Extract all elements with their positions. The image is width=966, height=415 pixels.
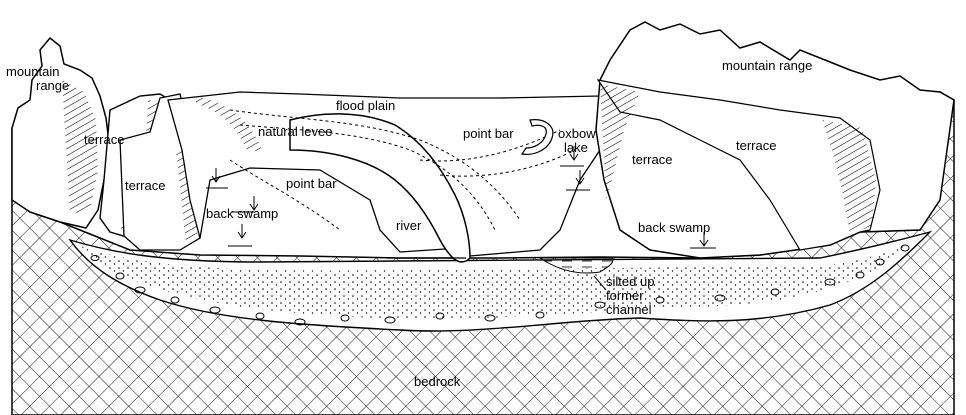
label-mountain-range-right: mountain range	[722, 58, 812, 73]
label-terrace-right-outer: terrace	[736, 138, 776, 153]
label-terrace-left-outer: terrace	[84, 132, 124, 147]
label-terrace-right-inner: terrace	[632, 152, 672, 167]
label-point-bar-left: point bar	[286, 176, 337, 191]
label-river: river	[396, 218, 422, 233]
label-flood-plain: flood plain	[336, 98, 395, 113]
label-mountain-range-left-1: mountain	[6, 64, 59, 79]
label-point-bar-right: point bar	[463, 126, 514, 141]
label-back-swamp-right: back swamp	[638, 220, 710, 235]
label-terrace-left-inner: terrace	[125, 178, 165, 193]
label-oxbow-lake-1: oxbow	[558, 126, 596, 141]
label-natural-levee: natural levee	[258, 124, 332, 139]
label-mountain-range-left-2: range	[36, 78, 69, 93]
label-silted-up-1: silted up	[606, 274, 654, 289]
label-silted-up-2: former	[606, 288, 644, 303]
label-bedrock: bedrock	[414, 374, 461, 389]
label-back-swamp-left: back swamp	[206, 206, 278, 221]
label-oxbow-lake-2: lake	[564, 140, 588, 155]
label-silted-up-3: channel	[606, 302, 652, 317]
